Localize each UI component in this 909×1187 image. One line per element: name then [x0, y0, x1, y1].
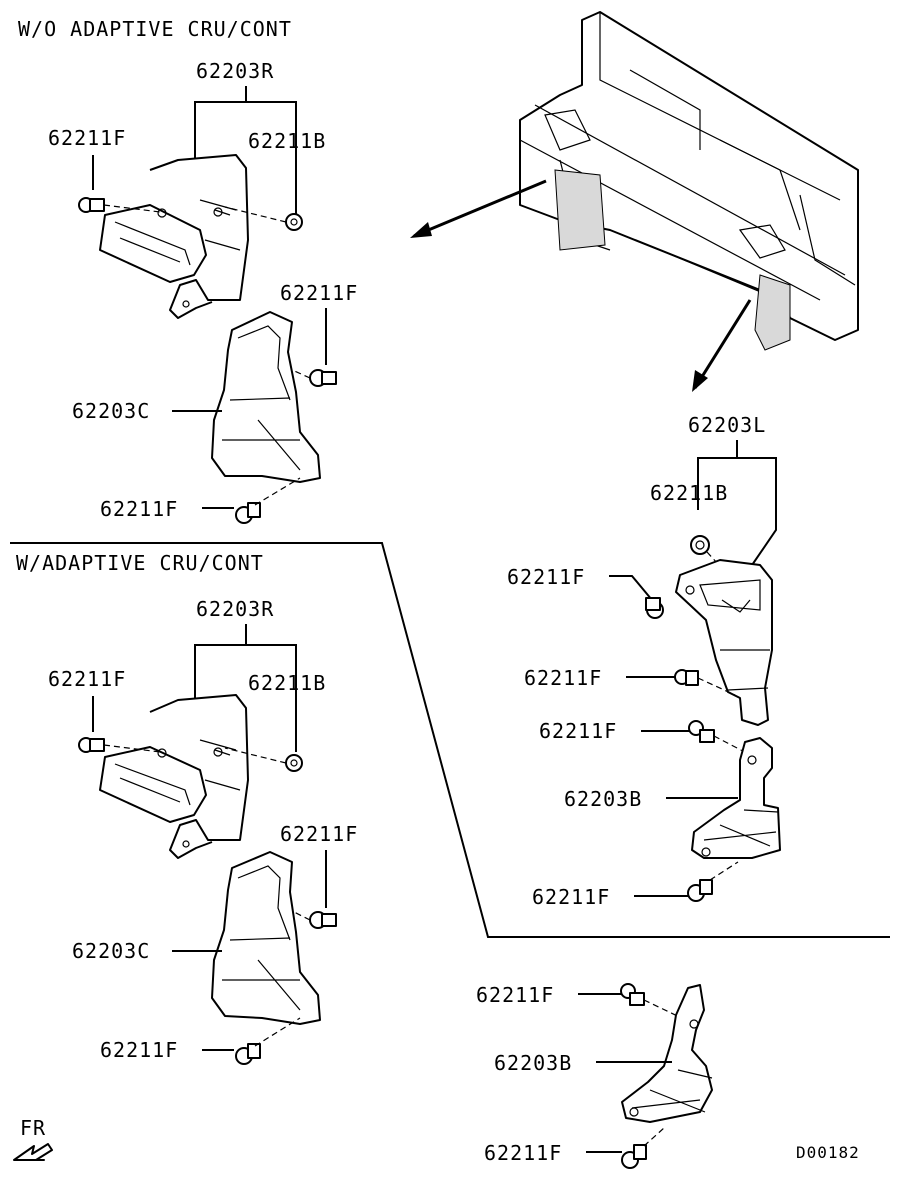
label-62203B-bottom: 62203B	[494, 1051, 572, 1075]
radiator-support-assembly	[519, 11, 859, 351]
bolt-62211F-lower-left	[78, 737, 105, 753]
label-62203B-right: 62203B	[564, 787, 642, 811]
bolt-62211F-right-1	[645, 597, 664, 619]
label-62211B: 62211B	[248, 129, 326, 153]
bolt-62211F-right-3	[688, 720, 715, 743]
bolt-62211F-bottom	[235, 502, 261, 524]
bolt-62211B-right	[690, 535, 710, 555]
bolt-62211F-br-bottom	[621, 1144, 647, 1169]
bolt-62211F	[78, 197, 105, 213]
label-62203C-lower: 62203C	[72, 939, 150, 963]
section-divider	[10, 542, 890, 938]
front-direction-arrow	[13, 1143, 53, 1161]
bracket-62203L	[675, 559, 773, 726]
bolt-62211F-right-4	[687, 879, 713, 902]
label-62211F-bottom: 62211F	[100, 497, 178, 521]
guard-62203B-bottom	[621, 984, 713, 1123]
label-62211F: 62211F	[48, 126, 126, 150]
label-62211F-right-2: 62211F	[524, 666, 602, 690]
bolt-62211F-right-2	[674, 669, 699, 686]
label-62211F-right-3: 62211F	[539, 719, 617, 743]
label-62211F-br-top: 62211F	[476, 983, 554, 1007]
bolt-62211B-lower	[285, 754, 303, 772]
section-title-with-acc: W/ADAPTIVE CRU/CONT	[16, 551, 264, 575]
label-62203L: 62203L	[688, 413, 766, 437]
guard-62203C-lower	[211, 851, 321, 1025]
leader-62211F-right-1	[609, 575, 653, 601]
bolt-62211F-mid	[309, 369, 337, 387]
label-62203C: 62203C	[72, 399, 150, 423]
label-62211F-mid: 62211F	[280, 281, 358, 305]
bolt-62211F-lower-bottom	[235, 1043, 261, 1065]
label-62211B-right: 62211B	[650, 481, 728, 505]
group-without-acc: 62203R 62211F 62211B 62211F 62203C 62211…	[48, 59, 358, 524]
leader-62203R-lower	[194, 624, 297, 752]
diagram-code: D00182	[796, 1143, 860, 1162]
callout-arrow-left-side	[693, 299, 752, 389]
leader-62203L	[697, 440, 777, 569]
label-62203R-lower: 62203R	[196, 597, 274, 621]
label-62211F-lower-left: 62211F	[48, 667, 126, 691]
bolt-62211F-lower-mid	[309, 911, 337, 929]
callout-arrowhead-right-side	[410, 222, 432, 238]
label-62211F-lower-mid: 62211F	[280, 822, 358, 846]
guard-62203B	[691, 737, 781, 859]
group-guard-b: 62211F 62203B 62211F	[476, 983, 713, 1169]
front-direction-label: FR	[20, 1116, 46, 1140]
label-62203R: 62203R	[196, 59, 274, 83]
section-title-without-acc: W/O ADAPTIVE CRU/CONT	[18, 17, 292, 41]
callout-arrow-right-side	[413, 179, 547, 238]
leader-62203R	[194, 86, 297, 215]
group-left-bracket: 62203L 62211B 62211F 62211F 62211F 62203…	[507, 413, 781, 909]
label-62211B-lower: 62211B	[248, 671, 326, 695]
label-62211F-right-4: 62211F	[532, 885, 610, 909]
label-62211F-br-bottom: 62211F	[484, 1141, 562, 1165]
callout-arrowhead-left-side	[692, 370, 708, 392]
group-with-acc: 62203R 62211F 62211B 62211F 62203C 62211…	[48, 597, 358, 1065]
label-62211F-right-1: 62211F	[507, 565, 585, 589]
guard-62203C	[211, 311, 321, 483]
bolt-62211F-br-top	[620, 983, 645, 1006]
bolt-62211B	[285, 213, 303, 231]
label-62211F-lower-bottom: 62211F	[100, 1038, 178, 1062]
